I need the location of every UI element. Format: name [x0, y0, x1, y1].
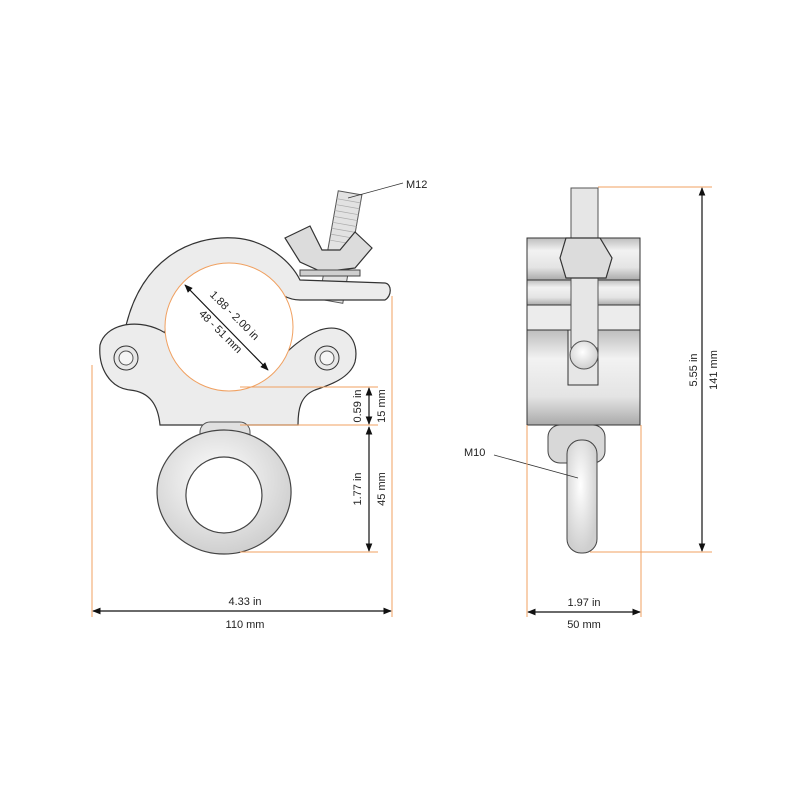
bolt-ball	[569, 340, 599, 370]
m10-label: M10	[464, 447, 485, 459]
eye-bolt-front	[156, 421, 292, 555]
m12-leader	[347, 182, 404, 199]
wing-nut-side	[559, 237, 613, 279]
front-extension-lines	[91, 296, 393, 617]
washer	[299, 269, 361, 277]
m12-label: M12	[406, 179, 427, 191]
total-width-in: 4.33 in	[228, 596, 261, 608]
pivot-bolt-left	[113, 345, 139, 371]
tube-outline	[164, 262, 294, 392]
body-to-eye-in: 0.59 in	[352, 389, 364, 422]
eye-height-in: 1.77 in	[352, 472, 364, 505]
pivot-bolt-right	[314, 345, 340, 371]
total-height-in: 5.55 in	[688, 353, 700, 386]
side-width-in: 1.97 in	[567, 597, 600, 609]
side-width-mm: 50 mm	[567, 619, 601, 631]
eye-bolt-side	[547, 424, 606, 554]
total-height-mm: 141 mm	[708, 350, 720, 390]
side-view: M10 5.55 in 141 mm 1.97 in 50 mm	[464, 186, 720, 631]
tube-diameter-arrow	[184, 284, 269, 371]
body-to-eye-mm: 15 mm	[376, 389, 388, 423]
front-view: 1.88 - 2.00 in 48 - 51 mm M12 0.59 in 15…	[91, 179, 427, 631]
side-extension-lines	[526, 186, 712, 617]
m10-leader	[493, 454, 579, 479]
total-width-mm: 110 mm	[226, 619, 265, 631]
wing-nut	[284, 225, 373, 273]
eye-height-mm: 45 mm	[376, 472, 388, 506]
